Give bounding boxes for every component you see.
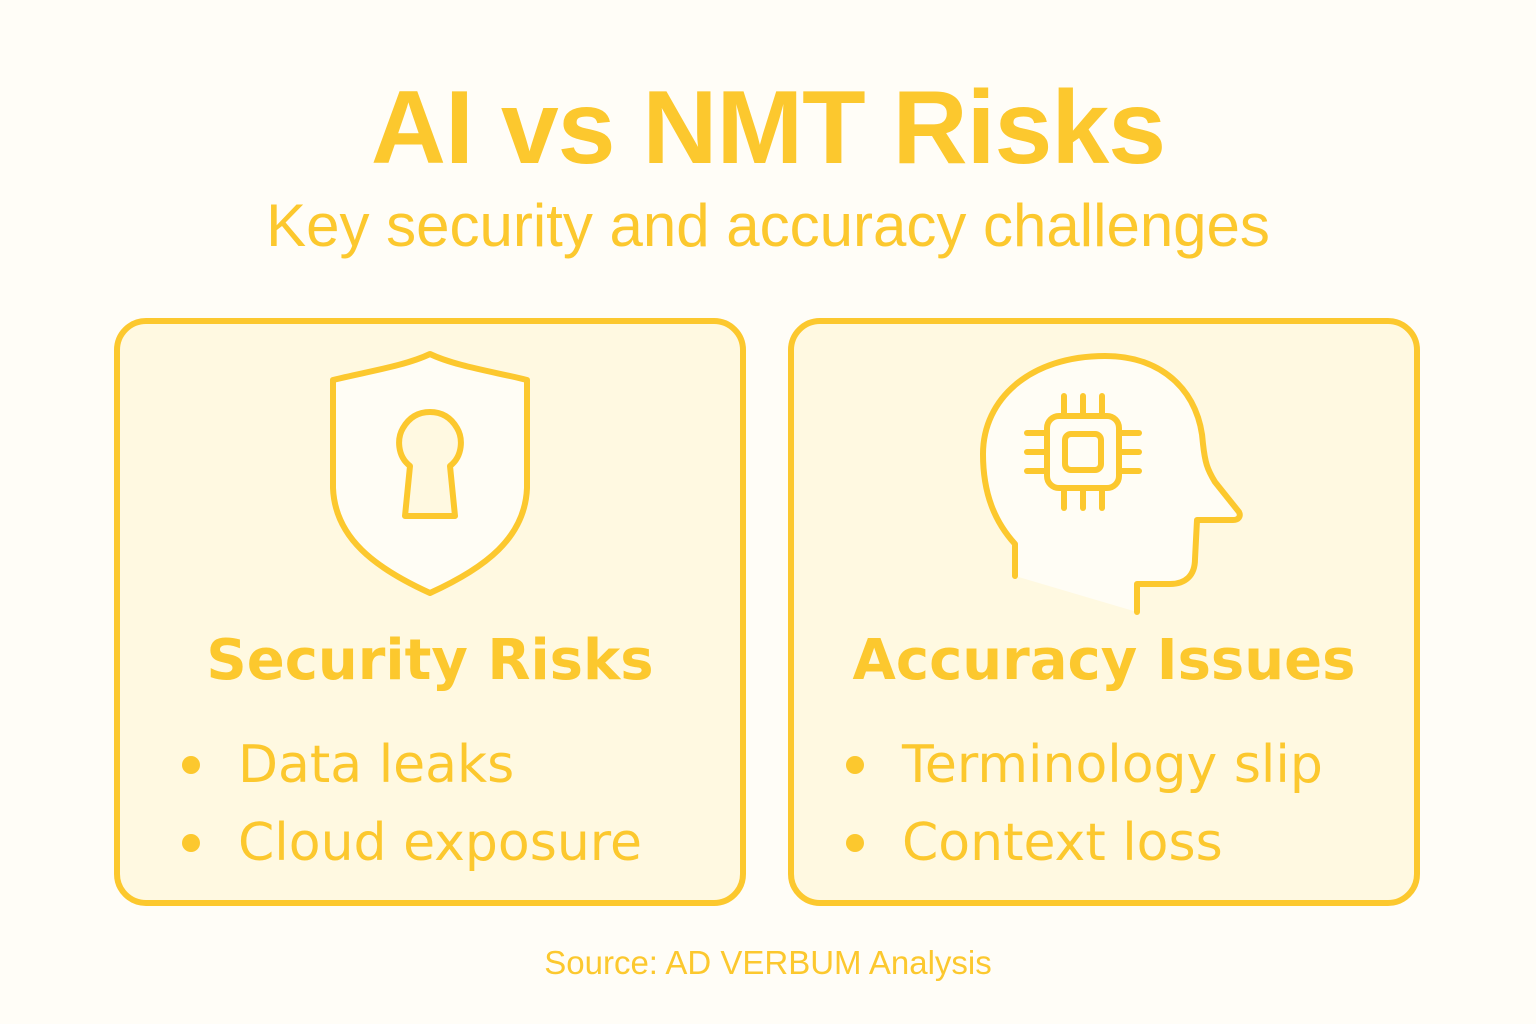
card-heading: Security Risks	[206, 628, 654, 693]
card-heading: Accuracy Issues	[852, 628, 1356, 693]
bullet-icon	[182, 834, 200, 852]
page-subtitle: Key security and accuracy challenges	[266, 192, 1270, 259]
list-item-label: Cloud exposure	[238, 813, 643, 873]
list-item: Cloud exposure	[182, 804, 642, 882]
accuracy-issues-card: Accuracy Issues Terminology slip Context…	[788, 318, 1420, 906]
issue-list: Terminology slip Context loss	[846, 726, 1323, 882]
shield-keyhole-icon	[325, 348, 535, 602]
head-chip-icon	[975, 344, 1245, 623]
bullet-icon	[846, 756, 864, 774]
list-item-label: Terminology slip	[902, 735, 1323, 795]
page-title: AI vs NMT Risks	[370, 70, 1166, 186]
list-item-label: Context loss	[902, 813, 1223, 873]
bullet-icon	[182, 756, 200, 774]
source-caption: Source: AD VERBUM Analysis	[544, 944, 992, 981]
list-item-label: Data leaks	[238, 735, 515, 795]
security-risks-card: Security Risks Data leaks Cloud exposure	[114, 318, 746, 906]
list-item: Context loss	[846, 804, 1323, 882]
bullet-icon	[846, 834, 864, 852]
risk-list: Data leaks Cloud exposure	[182, 726, 642, 882]
list-item: Data leaks	[182, 726, 642, 804]
list-item: Terminology slip	[846, 726, 1323, 804]
